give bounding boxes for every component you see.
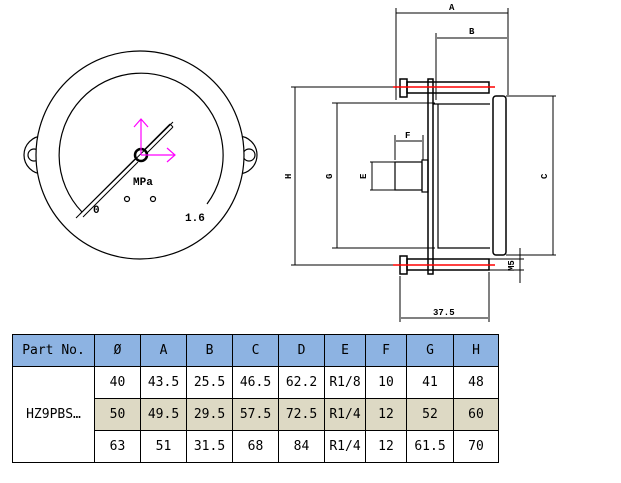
cell-g: 52	[406, 398, 454, 431]
cell-c: 68	[232, 430, 279, 463]
header-h: H	[453, 334, 499, 367]
header-e: E	[324, 334, 366, 367]
part-no-cell: HZ9PBS…	[12, 366, 95, 463]
cell-b: 25.5	[186, 366, 233, 399]
table-row: 63 51 31.5 68 84 R1/4 12 61.5 70	[13, 430, 499, 463]
cell-diameter: 40	[94, 366, 141, 399]
cell-e: R1/8	[324, 366, 366, 399]
dim-label-c: C	[540, 173, 550, 179]
dim-label-a: A	[449, 3, 455, 13]
cell-diameter: 50	[94, 398, 141, 431]
table-row: HZ9PBS… 40 43.5 25.5 46.5 62.2 R1/8 10 4…	[12, 366, 499, 463]
right-mounting-ear	[237, 135, 258, 175]
pointer	[75, 121, 174, 219]
header-a: A	[140, 334, 187, 367]
technical-drawing: MPa 0 1.6	[23, 3, 556, 322]
cell-e: R1/4	[324, 398, 366, 431]
cell-c: 46.5	[232, 366, 279, 399]
header-c: C	[232, 334, 279, 367]
spec-table: Part No. Ø A B C D E F G H HZ9PBS… 40 43…	[12, 334, 499, 463]
gauge-side-view	[291, 8, 556, 322]
cell-b: 29.5	[186, 398, 233, 431]
dim-label-f: F	[405, 131, 410, 141]
centerlines	[393, 86, 495, 266]
cell-a: 51	[140, 430, 187, 463]
cell-f: 10	[365, 366, 407, 399]
scale-min-label: 0	[93, 205, 100, 217]
table-header-row: Part No. Ø A B C D E F G H	[12, 334, 499, 367]
scale-max-label: 1.6	[185, 213, 205, 225]
axis-marker-icon	[133, 118, 176, 163]
cell-diameter: 63	[94, 430, 141, 463]
hole-left	[123, 195, 131, 203]
header-diameter: Ø	[94, 334, 141, 367]
header-g: G	[406, 334, 454, 367]
cell-g: 41	[406, 366, 454, 399]
dim-label-stud-length: 37.5	[433, 308, 455, 318]
left-mounting-ear	[23, 135, 44, 175]
cell-e: R1/4	[324, 430, 366, 463]
cell-d: 84	[278, 430, 325, 463]
cell-d: 62.2	[278, 366, 325, 399]
hole-right	[149, 195, 157, 203]
dial-arc	[58, 72, 224, 213]
header-d: D	[278, 334, 325, 367]
dim-label-h: H	[284, 174, 294, 179]
cell-c: 57.5	[232, 398, 279, 431]
cell-h: 70	[453, 430, 499, 463]
dim-label-b: B	[469, 27, 475, 37]
cell-h: 48	[453, 366, 499, 399]
right-ear-hole	[242, 148, 256, 162]
cell-f: 12	[365, 398, 407, 431]
header-part-no: Part No.	[12, 334, 95, 367]
cell-h: 60	[453, 398, 499, 431]
unit-label: MPa	[133, 177, 153, 189]
dim-label-g: G	[325, 174, 335, 179]
dim-label-e: E	[359, 173, 369, 179]
cell-b: 31.5	[186, 430, 233, 463]
cell-g: 61.5	[406, 430, 454, 463]
gauge-front-view	[23, 50, 258, 260]
table-row: 50 49.5 29.5 57.5 72.5 R1/4 12 52 60	[13, 398, 499, 431]
dim-label-m5: M5	[507, 260, 517, 271]
cell-a: 43.5	[140, 366, 187, 399]
cell-d: 72.5	[278, 398, 325, 431]
cell-a: 49.5	[140, 398, 187, 431]
header-f: F	[365, 334, 407, 367]
cell-f: 12	[365, 430, 407, 463]
header-b: B	[186, 334, 233, 367]
